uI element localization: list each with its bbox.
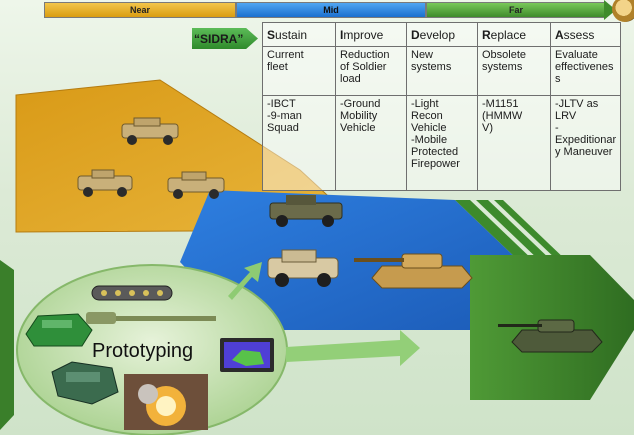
phase-far: Far — [426, 2, 606, 18]
hmmwv-icon — [167, 171, 225, 199]
header-replace: Replace — [477, 22, 551, 47]
table-header-row: Sustain Improve Develop Replace Assess — [262, 22, 622, 47]
sidra-table: Sustain Improve Develop Replace Assess C… — [262, 22, 622, 191]
sidra-tag-arrow — [192, 28, 258, 49]
table-cell: -IBCT -9-man Squad — [262, 95, 336, 191]
table-cell: -JLTV as LRV - Expeditionar y Maneuver — [549, 95, 622, 191]
header-assess: Assess — [549, 22, 622, 47]
explosion-photo-icon — [124, 374, 208, 430]
tank-track-render-icon — [91, 285, 173, 301]
header-develop: Develop — [406, 22, 478, 47]
future-tank-icon — [498, 319, 603, 353]
light-tank-icon — [354, 253, 473, 289]
hmmwv-icon — [121, 117, 179, 145]
sidra-label: “SIDRA” — [194, 32, 244, 46]
table-cell: Obsolete systems — [477, 46, 551, 96]
table-row: -IBCT -9-man Squad -Ground Mobility Vehi… — [262, 95, 622, 191]
table-row: Current fleet Reduction of Soldier load … — [262, 46, 622, 96]
prototype-tank-render-icon — [25, 313, 93, 347]
prototyping-label: Prototyping — [92, 340, 194, 362]
header-improve: Improve — [335, 22, 407, 47]
ground-mobility-vehicle-icon — [269, 195, 343, 227]
table-cell: Reduction of Soldier load — [335, 46, 407, 96]
header-sustain: Sustain — [262, 22, 336, 47]
hmmwv-icon — [77, 169, 133, 197]
hull-render-icon — [51, 361, 119, 405]
table-cell: Evaluate effectivenes s — [549, 46, 622, 96]
gun-barrel-render-icon — [86, 312, 216, 324]
phase-mid: Mid — [236, 2, 426, 18]
table-cell: -Light Recon Vehicle -Mobile Protected F… — [406, 95, 478, 191]
table-cell: -M1151 (HMMW V) — [477, 95, 551, 191]
phase-near: Near — [44, 2, 236, 18]
table-cell: New systems — [406, 46, 478, 96]
table-cell: Current fleet — [262, 46, 336, 96]
table-cell: -Ground Mobility Vehicle — [335, 95, 407, 191]
army-seal-logo — [612, 0, 634, 22]
laptop-icon — [220, 338, 274, 372]
jltv-icon — [267, 249, 339, 287]
